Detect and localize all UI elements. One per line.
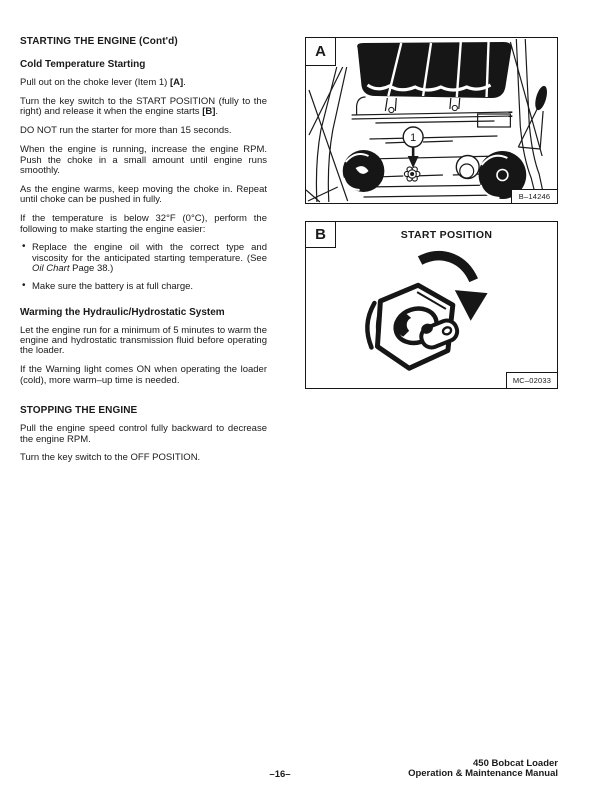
figure-b-label: B bbox=[306, 222, 336, 248]
cold-start-heading: Cold Temperature Starting bbox=[20, 59, 146, 70]
figure-b-title: START POSITION bbox=[400, 229, 493, 241]
clockwise-arrow-icon bbox=[417, 251, 488, 321]
manual-model-line: 450 Bobcat Loader bbox=[473, 758, 558, 769]
item-1-callout: 1 bbox=[402, 126, 424, 168]
paragraph-temperature: If the temperature is below 32°F (0°C), … bbox=[20, 213, 267, 235]
callout-number: 1 bbox=[410, 132, 416, 144]
figure-a-reference-code: B–14246 bbox=[511, 189, 557, 203]
paragraph-engine-warms: As the engine warms, keep moving the cho… bbox=[20, 183, 267, 206]
page-number: –16– bbox=[269, 769, 291, 780]
right-spring-illustration bbox=[478, 151, 527, 199]
manual-name-line: Operation & Maintenance Manual bbox=[408, 767, 558, 779]
section-heading: STARTING THE ENGINE (Cont'd) bbox=[20, 36, 178, 47]
stopping-heading: STOPPING THE ENGINE bbox=[20, 405, 138, 417]
left-spring-illustration bbox=[342, 150, 385, 192]
down-arrow-icon bbox=[407, 156, 419, 168]
figure-ref-a: [A] bbox=[169, 77, 184, 88]
manual-title-footer: 450 Bobcat Loader Operation & Maintenanc… bbox=[408, 759, 558, 779]
cap-knob-illustration bbox=[455, 154, 480, 180]
list-item: • Replace the engine oil with the correc… bbox=[22, 241, 267, 275]
paragraph-warning-light: If the Warning light comes ON when opera… bbox=[20, 364, 267, 386]
paragraph-starter-warning: DO NOT run the starter for more than 15 … bbox=[20, 125, 232, 137]
bullet-icon: • bbox=[22, 241, 26, 253]
paragraph-key-switch: Turn the key switch to the START POSITIO… bbox=[20, 95, 267, 118]
cold-start-bullet-list: • Replace the engine oil with the correc… bbox=[20, 241, 267, 293]
text-column: STARTING THE ENGINE (Cont'd) Cold Temper… bbox=[20, 36, 267, 472]
figure-a-choke-location: A bbox=[305, 37, 558, 204]
paragraph-warming-run: Let the engine run for a minimum of 5 mi… bbox=[20, 324, 267, 357]
figure-a-label: A bbox=[306, 38, 336, 66]
warming-heading: Warming the Hydraulic/Hydrostatic System bbox=[20, 306, 225, 318]
figure-ref-b: [B] bbox=[202, 106, 216, 118]
figure-b-reference-code: MC–02033 bbox=[506, 372, 557, 388]
lever-illustration bbox=[535, 85, 547, 111]
bullet-icon: • bbox=[22, 280, 26, 292]
figure-b-start-position: B START POSITION MC–02033 bbox=[305, 221, 558, 389]
key-switch-illustration bbox=[365, 251, 488, 371]
oil-chart-reference: Oil Chart bbox=[32, 263, 70, 275]
paragraph-off-position: Turn the key switch to the OFF POSITION. bbox=[20, 452, 201, 464]
paragraph-speed-control: Pull the engine speed control fully back… bbox=[20, 423, 267, 445]
paragraph-engine-running: When the engine is running, increase the… bbox=[20, 144, 267, 176]
loader-seat-choke-illustration: 1 bbox=[306, 38, 547, 203]
seat-illustration bbox=[357, 41, 512, 98]
paragraph-choke-lever: Pull out on the choke lever (Item 1) [A]… bbox=[20, 77, 186, 88]
choke-knob-illustration bbox=[403, 166, 421, 182]
list-item: • Make sure the battery is at full charg… bbox=[22, 280, 194, 293]
